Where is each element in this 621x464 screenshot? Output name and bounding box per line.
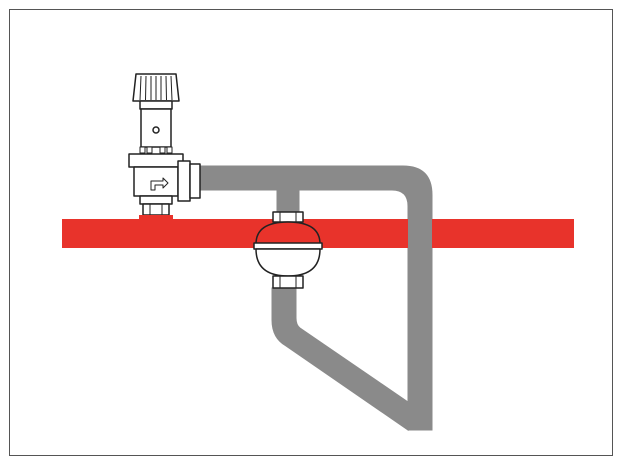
flow-arrow-icon <box>150 177 169 191</box>
vessel-bottom-nut <box>272 275 304 289</box>
valve-outlet-fitting <box>189 163 201 199</box>
expansion-vessel <box>253 211 323 289</box>
valve-collar <box>139 100 173 110</box>
valve-inlet-stub <box>139 215 173 220</box>
valve-indicator-hole <box>152 126 160 134</box>
valve-teeth <box>139 146 173 154</box>
pressure-relief-valve <box>128 73 201 216</box>
valve-hex-nut <box>128 153 184 168</box>
bypass-pipe-lower-run <box>271 287 409 431</box>
valve-knob-ridges <box>139 75 173 101</box>
valve-outlet-nut <box>177 160 191 202</box>
valve-base <box>139 195 173 205</box>
vessel-top-nut <box>272 211 304 223</box>
vessel-diaphragm <box>253 242 323 250</box>
bypass-pipe <box>199 165 433 431</box>
vessel-upper-chamber <box>255 221 321 245</box>
valve-inlet-nut-lines <box>149 204 163 215</box>
valve-inlet-nut <box>142 203 170 216</box>
bypass-pipe-front-section <box>408 219 432 248</box>
